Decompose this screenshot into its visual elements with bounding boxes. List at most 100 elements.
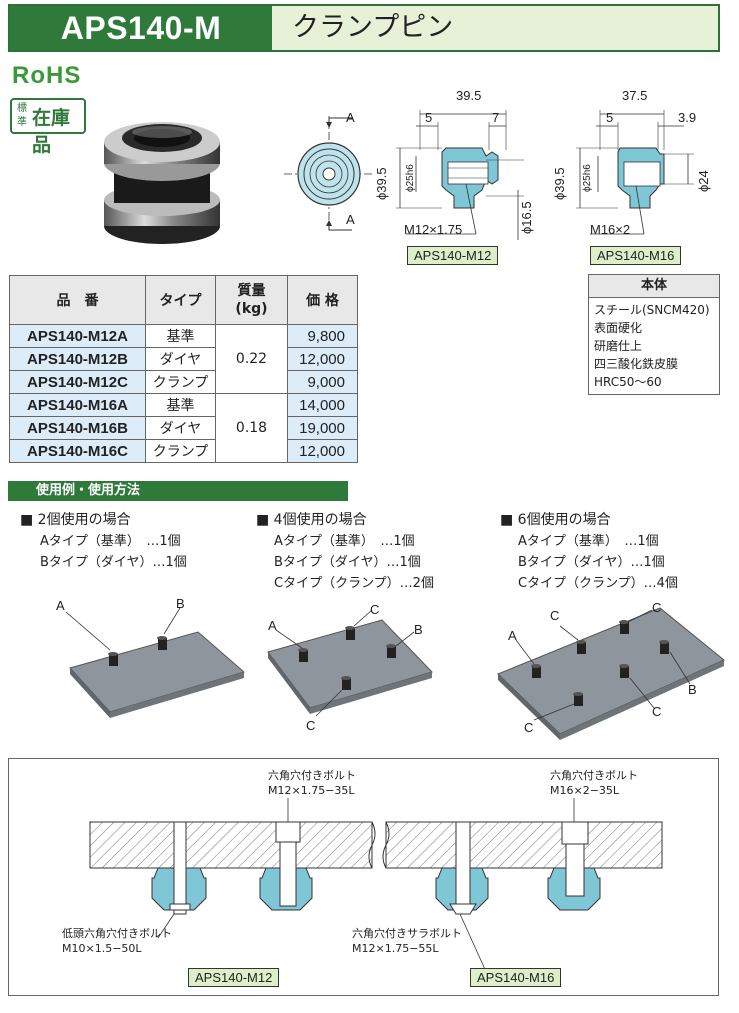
row-type: 基準 bbox=[145, 324, 216, 348]
usage-case-head: ■ 4個使用の場合 bbox=[256, 512, 367, 528]
plate3-label-c2: C bbox=[652, 600, 662, 615]
material-line: スチール(SNCM420) bbox=[594, 303, 710, 317]
plate1-label-a: A bbox=[56, 598, 65, 613]
usage-case-6: ■ 6個使用の場合 Aタイプ（基準） …1個 Bタイプ（ダイヤ）…1個 Cタイプ… bbox=[500, 510, 678, 594]
header-mass: 質量 (kg) bbox=[215, 275, 288, 325]
usage-case-line: Bタイプ（ダイヤ）…1個 bbox=[518, 555, 665, 570]
m16-model-label: APS140-M16 bbox=[590, 246, 682, 265]
row-mass-m16: 0.18 bbox=[215, 393, 288, 463]
material-line: HRC50～60 bbox=[594, 375, 662, 389]
table-row: APS140-M12A 基準 0.22 9,800 bbox=[9, 324, 358, 394]
usage-plates-illustration bbox=[65, 607, 725, 740]
row-type: ダイヤ bbox=[145, 416, 216, 440]
product-photo bbox=[104, 122, 220, 244]
usage-case-head: ■ 6個使用の場合 bbox=[500, 512, 611, 528]
usage-case-head: ■ 2個使用の場合 bbox=[20, 512, 131, 528]
header-price: 価 格 bbox=[287, 275, 358, 325]
mounting-cross-section bbox=[89, 798, 663, 977]
usage-case-line: Cタイプ（クランプ）…4個 bbox=[518, 576, 678, 591]
spec-table: 品 番 タイプ 質量 (kg) 価 格 APS140-M12A 基準 0.22 … bbox=[9, 275, 358, 463]
stock-badge-text: 在庫品 bbox=[32, 107, 71, 156]
material-box: 本体 スチール(SNCM420) 表面硬化 研磨仕上 四三酸化鉄皮膜 HRC50… bbox=[588, 274, 720, 395]
material-line: 表面硬化 bbox=[594, 321, 643, 335]
stock-badge-small: 標準 bbox=[17, 103, 27, 128]
plate2-label-a: A bbox=[268, 618, 277, 633]
material-title: 本体 bbox=[589, 275, 719, 298]
material-line: 研磨仕上 bbox=[594, 339, 643, 353]
table-row: APS140-M16C クランプ 12,000 bbox=[9, 439, 358, 463]
row-code: APS140-M16B bbox=[9, 416, 146, 440]
table-row: APS140-M12B ダイヤ 12,000 bbox=[9, 347, 358, 371]
m16-outer-dia: ϕ39.5 bbox=[552, 167, 567, 200]
usage-case-line: Aタイプ（基準） …1個 bbox=[518, 534, 659, 549]
row-price: 12,000 bbox=[287, 347, 358, 371]
usage-case-4: ■ 4個使用の場合 Aタイプ（基準） …1個 Bタイプ（ダイヤ）…1個 Cタイプ… bbox=[256, 510, 434, 594]
bolt1-size: M12×1.75−35L bbox=[268, 784, 355, 797]
row-code: APS140-M12C bbox=[9, 370, 146, 394]
plate3-label-c3: C bbox=[652, 704, 662, 719]
bolt1-label: 六角穴付きボルト M12×1.75−35L bbox=[268, 768, 356, 798]
table-row: APS140-M16B ダイヤ 19,000 bbox=[9, 416, 358, 440]
plate2-label-b: B bbox=[414, 622, 423, 637]
section-a-label-top: A bbox=[346, 110, 355, 125]
usage-case-line: Aタイプ（基準） …1個 bbox=[40, 534, 181, 549]
m12-dim-5: 5 bbox=[425, 110, 433, 125]
row-price: 9,800 bbox=[287, 324, 358, 348]
mount-m16-label: APS140-M16 bbox=[470, 968, 562, 987]
model-title: APS140-M bbox=[10, 6, 272, 50]
m16-dim-3-9: 3.9 bbox=[678, 110, 697, 125]
bolt2-type: 六角穴付きボルト bbox=[550, 769, 638, 782]
m12-small-dia: ϕ16.5 bbox=[519, 201, 534, 234]
m12-outer-dia: ϕ39.5 bbox=[374, 167, 389, 200]
header-code: 品 番 bbox=[9, 275, 146, 325]
bolt4-label: 六角穴付きサラボルト M12×1.75−55L bbox=[352, 926, 462, 956]
row-price: 19,000 bbox=[287, 416, 358, 440]
section-a-label-bottom: A bbox=[346, 212, 355, 227]
row-mass-m12: 0.22 bbox=[215, 324, 288, 394]
product-name: クランプピン bbox=[272, 6, 718, 50]
m12-thread: M12×1.75 bbox=[404, 222, 463, 237]
table-row: APS140-M12C クランプ 9,000 bbox=[9, 370, 358, 394]
row-code: APS140-M16C bbox=[9, 439, 146, 463]
usage-case-2: ■ 2個使用の場合 Aタイプ（基準） …1個 Bタイプ（ダイヤ）…1個 bbox=[20, 510, 187, 573]
bolt3-label: 低頭六角穴付きボルト M10×1.5−50L bbox=[62, 926, 172, 956]
bolt3-size: M10×1.5−50L bbox=[62, 942, 142, 955]
usage-case-line: Bタイプ（ダイヤ）…1個 bbox=[40, 555, 187, 570]
mount-m12-label: APS140-M12 bbox=[188, 968, 280, 987]
bolt4-type: 六角穴付きサラボルト bbox=[352, 927, 462, 940]
m16-bore-dia: ϕ25h6 bbox=[582, 164, 593, 192]
front-view-drawing bbox=[284, 116, 374, 231]
rohs-logo: RoHS bbox=[12, 62, 82, 89]
row-type: ダイヤ bbox=[145, 347, 216, 371]
row-code: APS140-M12A bbox=[9, 324, 146, 348]
bolt4-size: M12×1.75−55L bbox=[352, 942, 439, 955]
row-price: 12,000 bbox=[287, 439, 358, 463]
header-type: タイプ bbox=[145, 275, 216, 325]
m12-section-drawing bbox=[396, 110, 524, 240]
bolt3-type: 低頭六角穴付きボルト bbox=[62, 927, 172, 940]
usage-section-title: 使用例・使用方法 bbox=[8, 481, 348, 501]
m16-dim-5: 5 bbox=[606, 110, 614, 125]
bolt1-type: 六角穴付きボルト bbox=[268, 769, 356, 782]
plate3-label-c4: C bbox=[524, 720, 534, 735]
spec-header-row: 品 番 タイプ 質量 (kg) 価 格 bbox=[9, 275, 358, 325]
usage-case-line: Aタイプ（基準） …1個 bbox=[274, 534, 415, 549]
mounting-example-box bbox=[8, 758, 719, 996]
row-type: 基準 bbox=[145, 393, 216, 417]
m12-length-dim: 39.5 bbox=[456, 88, 482, 103]
header-bar: APS140-M クランプピン bbox=[8, 4, 720, 52]
m16-small-dia: ϕ24 bbox=[696, 170, 711, 192]
material-line: 四三酸化鉄皮膜 bbox=[594, 357, 679, 371]
bolt2-label: 六角穴付きボルト M16×2−35L bbox=[550, 768, 638, 798]
m12-model-label: APS140-M12 bbox=[407, 246, 499, 265]
m12-bore-dia: ϕ25h6 bbox=[405, 164, 416, 192]
table-row: APS140-M16A 基準 0.18 14,000 bbox=[9, 393, 358, 463]
plate3-label-a: A bbox=[508, 628, 517, 643]
m12-dim-7: 7 bbox=[492, 110, 500, 125]
row-type: クランプ bbox=[145, 370, 216, 394]
m16-thread: M16×2 bbox=[590, 222, 631, 237]
bolt2-size: M16×2−35L bbox=[550, 784, 620, 797]
row-code: APS140-M12B bbox=[9, 347, 146, 371]
row-price: 14,000 bbox=[287, 393, 358, 417]
row-price: 9,000 bbox=[287, 370, 358, 394]
